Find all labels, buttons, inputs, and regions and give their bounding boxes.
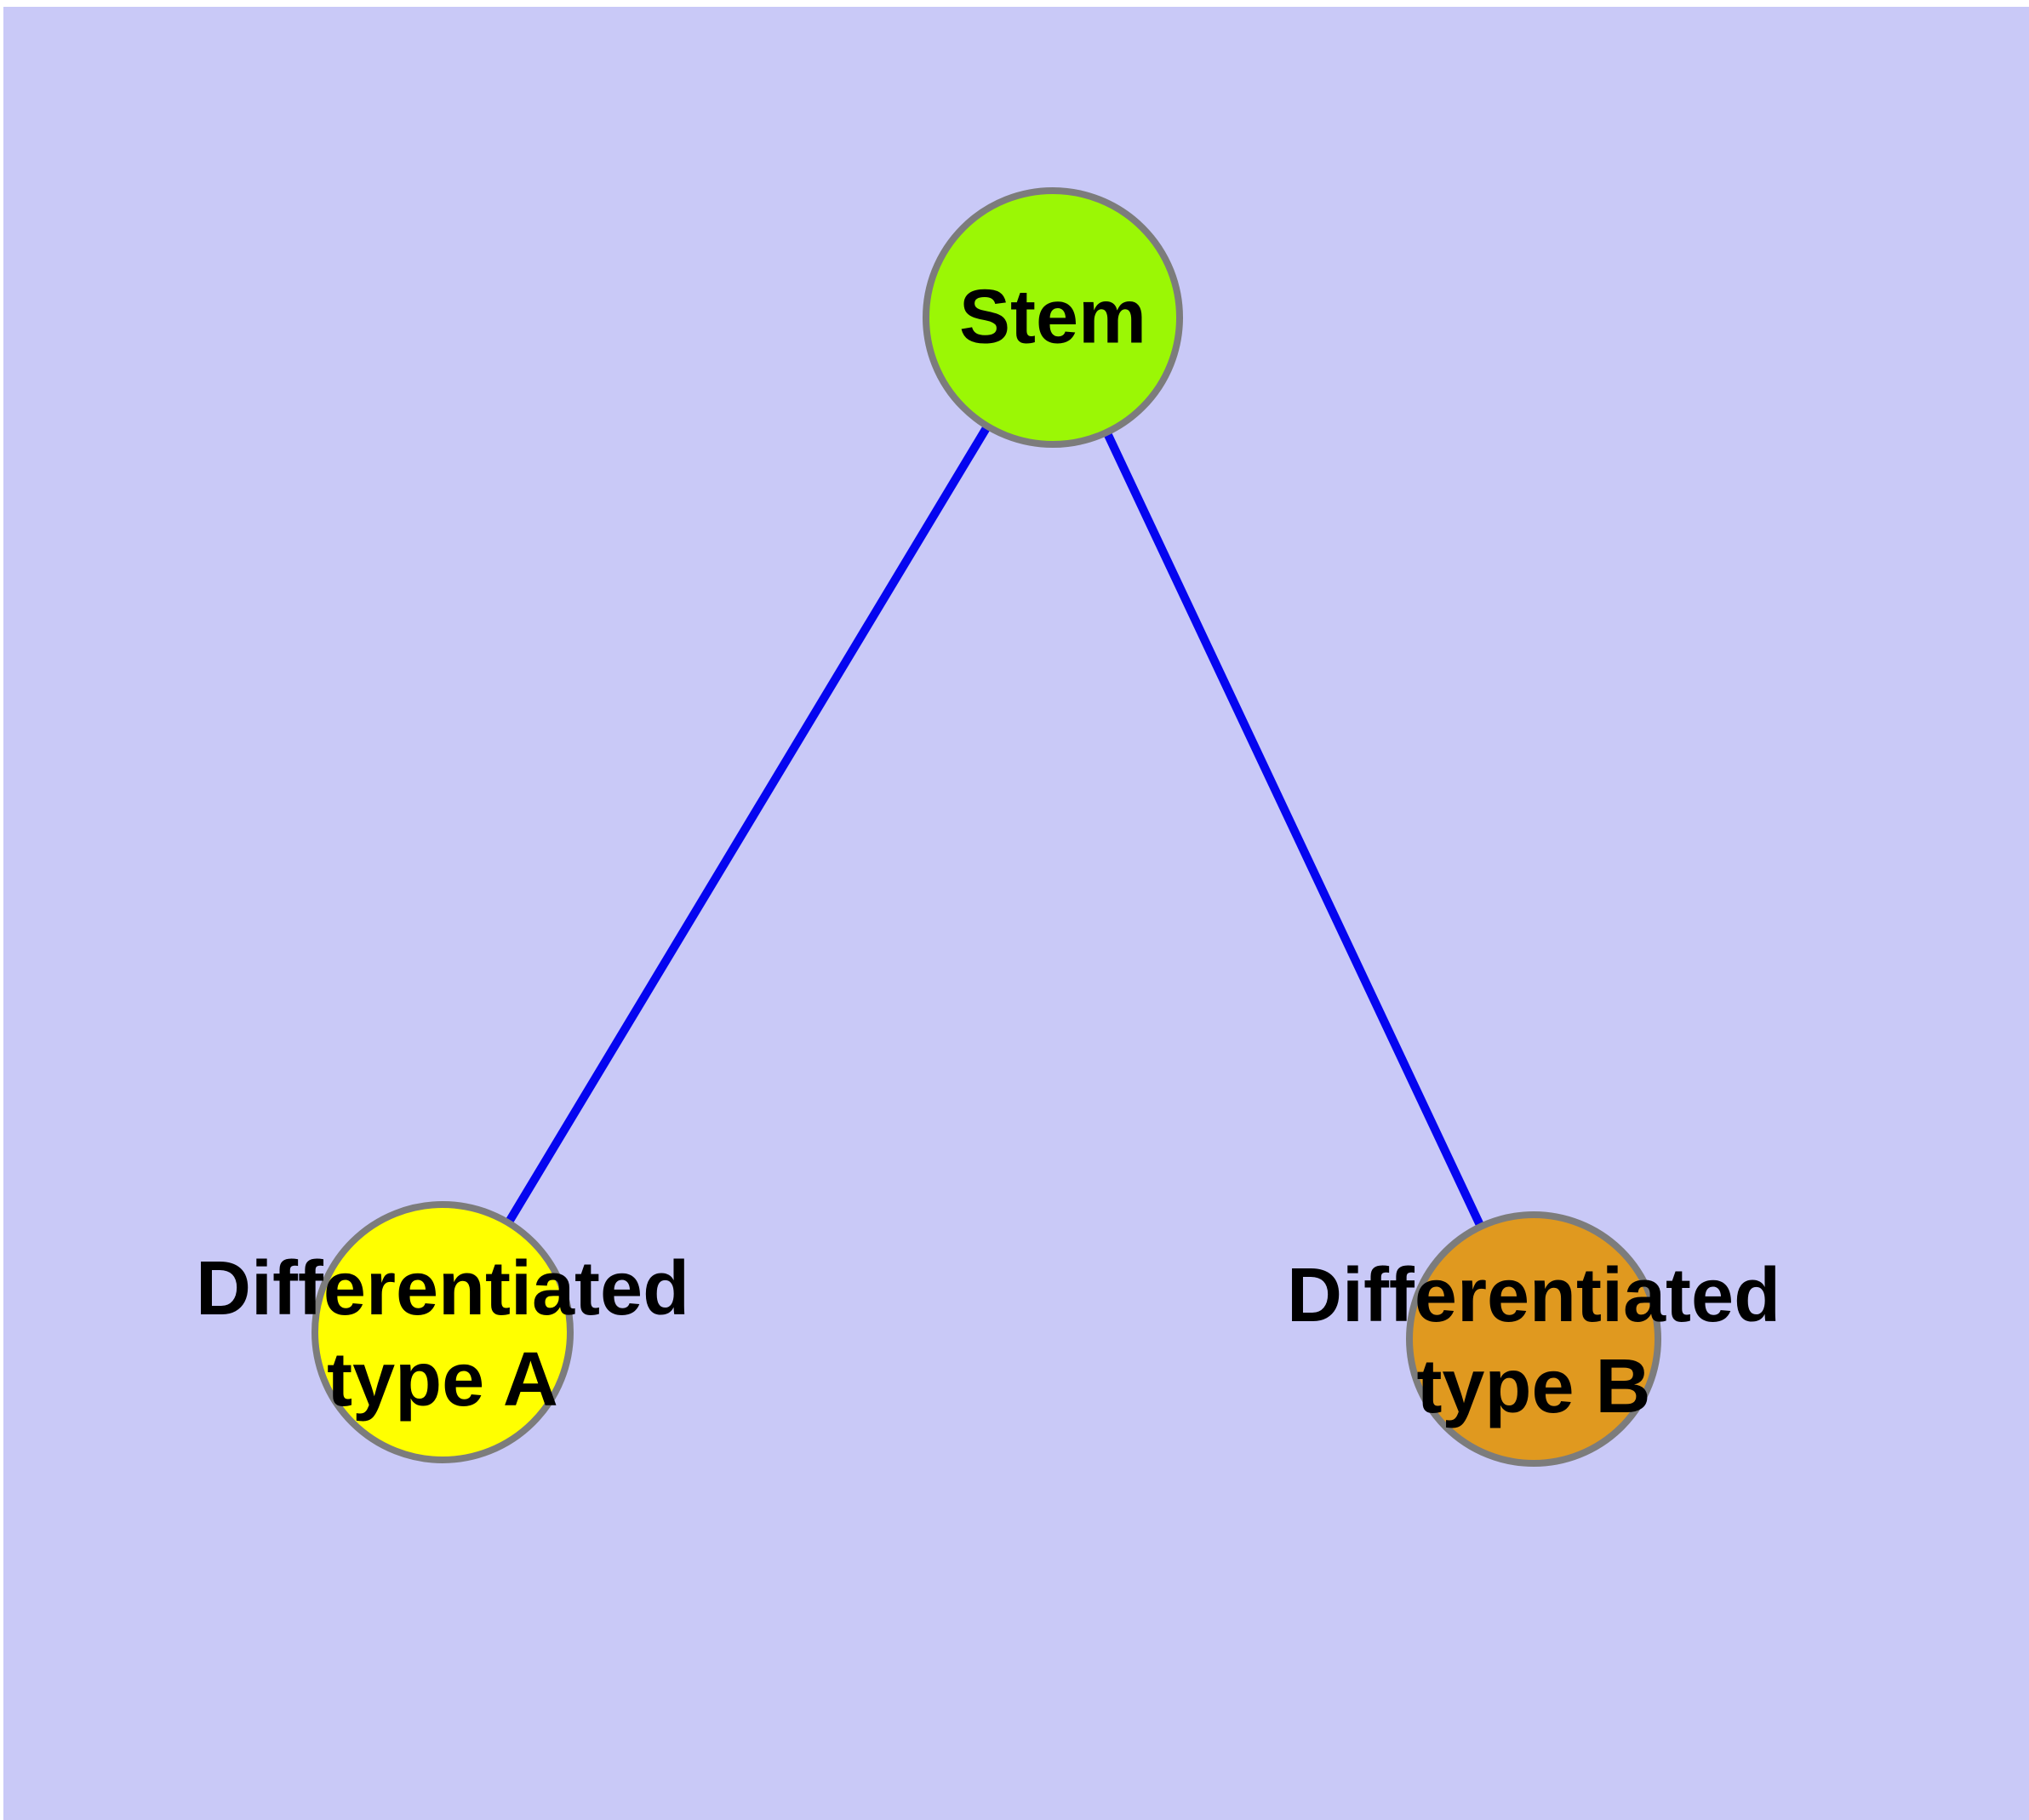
node-stem-label-text: Stem (958, 274, 1147, 360)
node-differentiated-type-b-label: Differentiated type B (1287, 1251, 1780, 1433)
node-differentiated-type-a-circle (311, 1201, 574, 1463)
edge-stem-to-type-a (438, 315, 1057, 1335)
node-differentiated-type-a-label-line2: type A (327, 1337, 558, 1422)
node-differentiated-type-b-label-line2: type B (1416, 1344, 1651, 1429)
node-differentiated-type-b-label-line1: Differentiated (1286, 1253, 1781, 1338)
node-stem-label: Stem (959, 272, 1146, 363)
edge-stem-to-type-b (1049, 315, 1538, 1342)
node-differentiated-type-a-label: Differentiated type A (196, 1244, 689, 1426)
node-differentiated-type-b-circle (1406, 1211, 1661, 1467)
node-differentiated-type-a-label-line1: Differentiated (195, 1246, 690, 1331)
node-stem-circle (923, 187, 1183, 448)
